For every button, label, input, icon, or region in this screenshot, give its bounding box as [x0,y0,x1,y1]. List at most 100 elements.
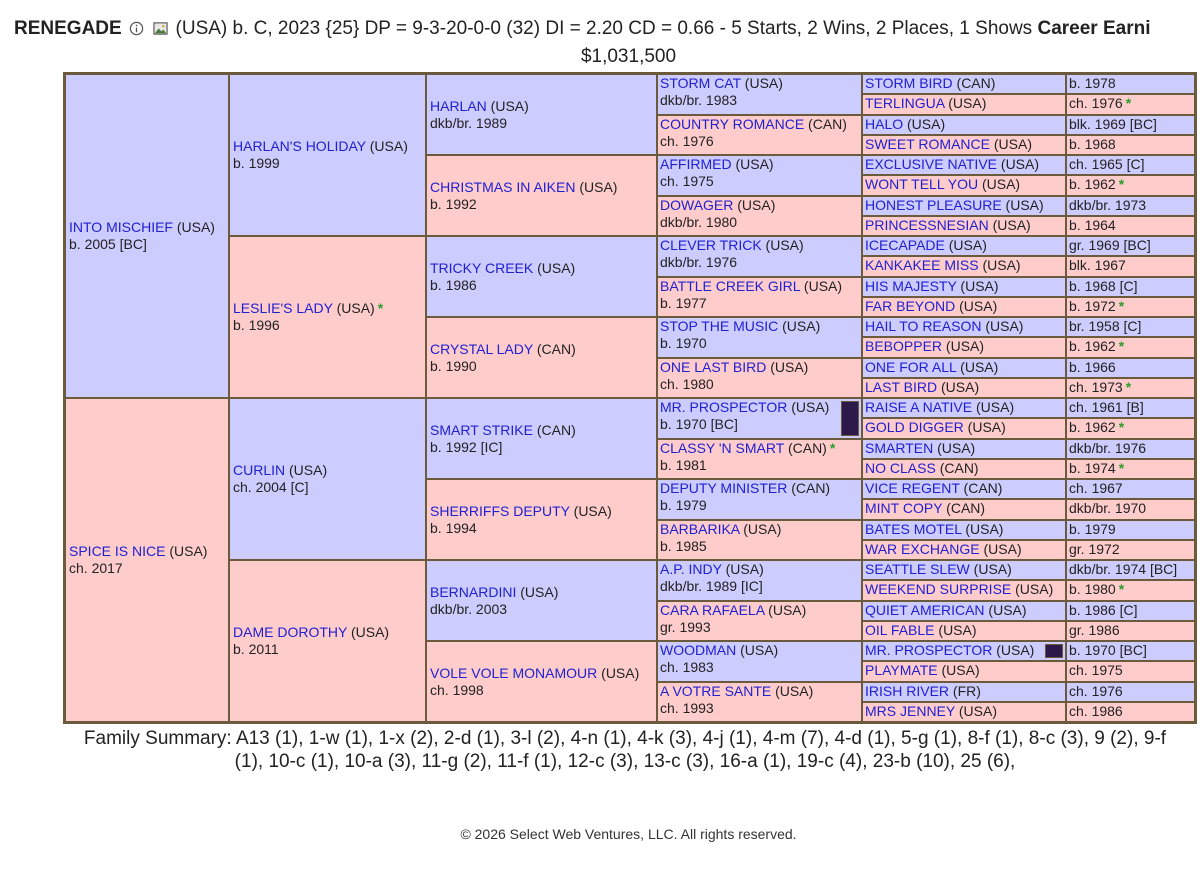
horse-name-link[interactable]: BEBOPPER [865,338,943,354]
horse-birth-info: gr. 1993 [660,619,711,635]
horse-name-link[interactable]: HIS MAJESTY [865,278,957,294]
cell-content: BERNARDINI (USA)dkb/br. 2003 [430,561,653,640]
horse-name-link[interactable]: WONT TELL YOU [865,176,979,192]
pedigree-cell-year: ch. 1976 [1066,682,1195,702]
horse-name-link[interactable]: RAISE A NATIVE [865,399,973,415]
horse-name-link[interactable]: INTO MISCHIEF [69,219,173,235]
horse-line: KANKAKEE MISS (USA) [865,257,1063,274]
horse-name-link[interactable]: A.P. INDY [660,561,722,577]
horse-name-link[interactable]: HARLAN [430,97,487,114]
horse-line: HIS MAJESTY (USA) [865,278,1063,295]
cell-content: HALO (USA) [865,116,1063,133]
horse-name-link[interactable]: COUNTRY ROMANCE [660,116,805,132]
horse-name-link[interactable]: DOWAGER [660,197,734,213]
horse-name-link[interactable]: WEEKEND SURPRISE [865,581,1012,597]
horse-name-link[interactable]: STORM CAT [660,75,741,91]
cell-content: COUNTRY ROMANCE (CAN)ch. 1976 [660,116,859,150]
horse-name-link[interactable]: CLEVER TRICK [660,237,762,253]
pedigree-cell-gen4: A.P. INDY (USA)dkb/br. 1989 [IC] [657,560,862,601]
horse-name-link[interactable]: CARA RAFAELA [660,602,765,618]
horse-birth-info: dkb/br. 1970 [1069,500,1147,516]
horse-name-link[interactable]: HONEST PLEASURE [865,197,1002,213]
horse-name-link[interactable]: HAIL TO REASON [865,318,982,334]
pedigree-cell-gen5: NO CLASS (CAN) [862,459,1066,479]
dosage-star: * [1118,419,1125,435]
horse-country: (USA) [533,259,576,276]
horse-name-link[interactable]: BERNARDINI [430,583,517,600]
info-circle-icon[interactable] [129,20,144,36]
horse-name-link[interactable]: NO CLASS [865,460,936,476]
cell-content: OIL FABLE (USA) [865,622,1063,639]
horse-name-link[interactable]: DAME DOROTHY [233,624,348,640]
pedigree-cell-gen5: MINT COPY (CAN) [862,499,1066,520]
horse-name-link[interactable]: A VOTRE SANTE [660,683,772,699]
horse-name-link[interactable]: QUIET AMERICAN [865,602,985,618]
horse-name-link[interactable]: BATES MOTEL [865,521,962,537]
horse-name-link[interactable]: GOLD DIGGER [865,419,964,435]
horse-name-link[interactable]: LESLIE'S LADY [233,300,333,316]
horse-name-link[interactable]: BATTLE CREEK GIRL [660,278,801,294]
horse-name-link[interactable]: WAR EXCHANGE [865,541,980,557]
horse-name-link[interactable]: LAST BIRD [865,379,938,395]
horse-name-link[interactable]: KANKAKEE MISS [865,257,979,273]
horse-line: CHRISTMAS IN AIKEN (USA) [430,179,653,196]
horse-name-link[interactable]: EXCLUSIVE NATIVE [865,156,998,172]
horse-name-link[interactable]: SWEET ROMANCE [865,136,990,152]
pedigree-cell-year: br. 1958 [C] [1066,317,1195,337]
horse-name-link[interactable]: CURLIN [233,462,286,478]
horse-name-link[interactable]: TERLINGUA [865,95,945,111]
pedigree-cell-gen1: INTO MISCHIEF (USA)b. 2005 [BC] [65,74,229,398]
cell-content: HARLAN (USA)dkb/br. 1989 [430,75,653,154]
horse-birth-info: ch. 1975 [1069,662,1123,678]
horse-name-link[interactable]: MR. PROSPECTOR [660,399,788,415]
pedigree-cell-gen5: PLAYMATE (USA) [862,661,1066,682]
horse-birth-info: b. 1962 [1069,419,1116,435]
horse-name-link[interactable]: SHERRIFFS DEPUTY [430,502,570,519]
horse-name-link[interactable]: WOODMAN [660,642,737,658]
pedigree-cell-gen5: MRS JENNEY (USA) [862,702,1066,722]
horse-name-link[interactable]: FAR BEYOND [865,298,956,314]
horse-line: LESLIE'S LADY (USA)* [233,300,422,317]
horse-name-link[interactable]: SPICE IS NICE [69,543,166,559]
horse-name-link[interactable]: DEPUTY MINISTER [660,480,788,496]
horse-name-link[interactable]: AFFIRMED [660,156,732,172]
horse-name-link[interactable]: HARLAN'S HOLIDAY [233,138,366,154]
horse-line: VOLE VOLE MONAMOUR (USA) [430,665,653,682]
cell-content: CHRISTMAS IN AIKEN (USA)b. 1992 [430,156,653,235]
horse-birth-info: b. 1994 [430,519,477,536]
horse-name-link[interactable]: MINT COPY [865,500,943,516]
horse-name-link[interactable]: PRINCESSNESIAN [865,217,989,233]
horse-name-link[interactable]: CLASSY 'N SMART [660,440,785,456]
horse-name-link[interactable]: STOP THE MUSIC [660,318,779,334]
horse-name-link[interactable]: CRYSTAL LADY [430,340,533,357]
pedigree-cell-gen4: BATTLE CREEK GIRL (USA)b. 1977 [657,277,862,317]
horse-name-link[interactable]: MR. PROSPECTOR [865,642,993,658]
horse-name-link[interactable]: ICECAPADE [865,237,945,253]
horse-name-link[interactable]: TRICKY CREEK [430,259,534,276]
horse-name-link[interactable]: HALO [865,116,904,132]
horse-name-link[interactable]: VOLE VOLE MONAMOUR [430,664,598,681]
horse-name-link[interactable]: MRS JENNEY [865,703,955,719]
horse-name-link[interactable]: VICE REGENT [865,480,960,496]
horse-birth-info: b. 1999 [233,155,280,171]
cell-content: BEBOPPER (USA) [865,338,1063,355]
horse-name-link[interactable]: ONE LAST BIRD [660,359,767,375]
horse-name-link[interactable]: SMART STRIKE [430,421,533,438]
horse-name-link[interactable]: CHRISTMAS IN AIKEN [430,178,576,195]
horse-birth-info: gr. 1969 [BC] [1069,237,1151,253]
pedigree-cell-gen4: A VOTRE SANTE (USA)ch. 1993 [657,682,862,722]
horse-name-link[interactable]: OIL FABLE [865,622,935,638]
horse-name-link[interactable]: SMARTEN [865,440,934,456]
horse-name-link[interactable]: BARBARIKA [660,521,740,537]
horse-name: RENEGADE [14,18,122,39]
horse-name-link[interactable]: SEATTLE SLEW [865,561,970,577]
horse-country: (USA) [956,278,999,294]
cell-content: SMART STRIKE (CAN)b. 1992 [IC] [430,399,653,478]
horse-name-link[interactable]: IRISH RIVER [865,683,950,699]
pedigree-cell-gen5: BEBOPPER (USA) [862,337,1066,358]
horse-name-link[interactable]: STORM BIRD [865,75,953,91]
horse-name-link[interactable]: ONE FOR ALL [865,359,957,375]
horse-country: (CAN) [532,421,576,438]
image-icon[interactable] [153,20,168,35]
horse-name-link[interactable]: PLAYMATE [865,662,938,678]
